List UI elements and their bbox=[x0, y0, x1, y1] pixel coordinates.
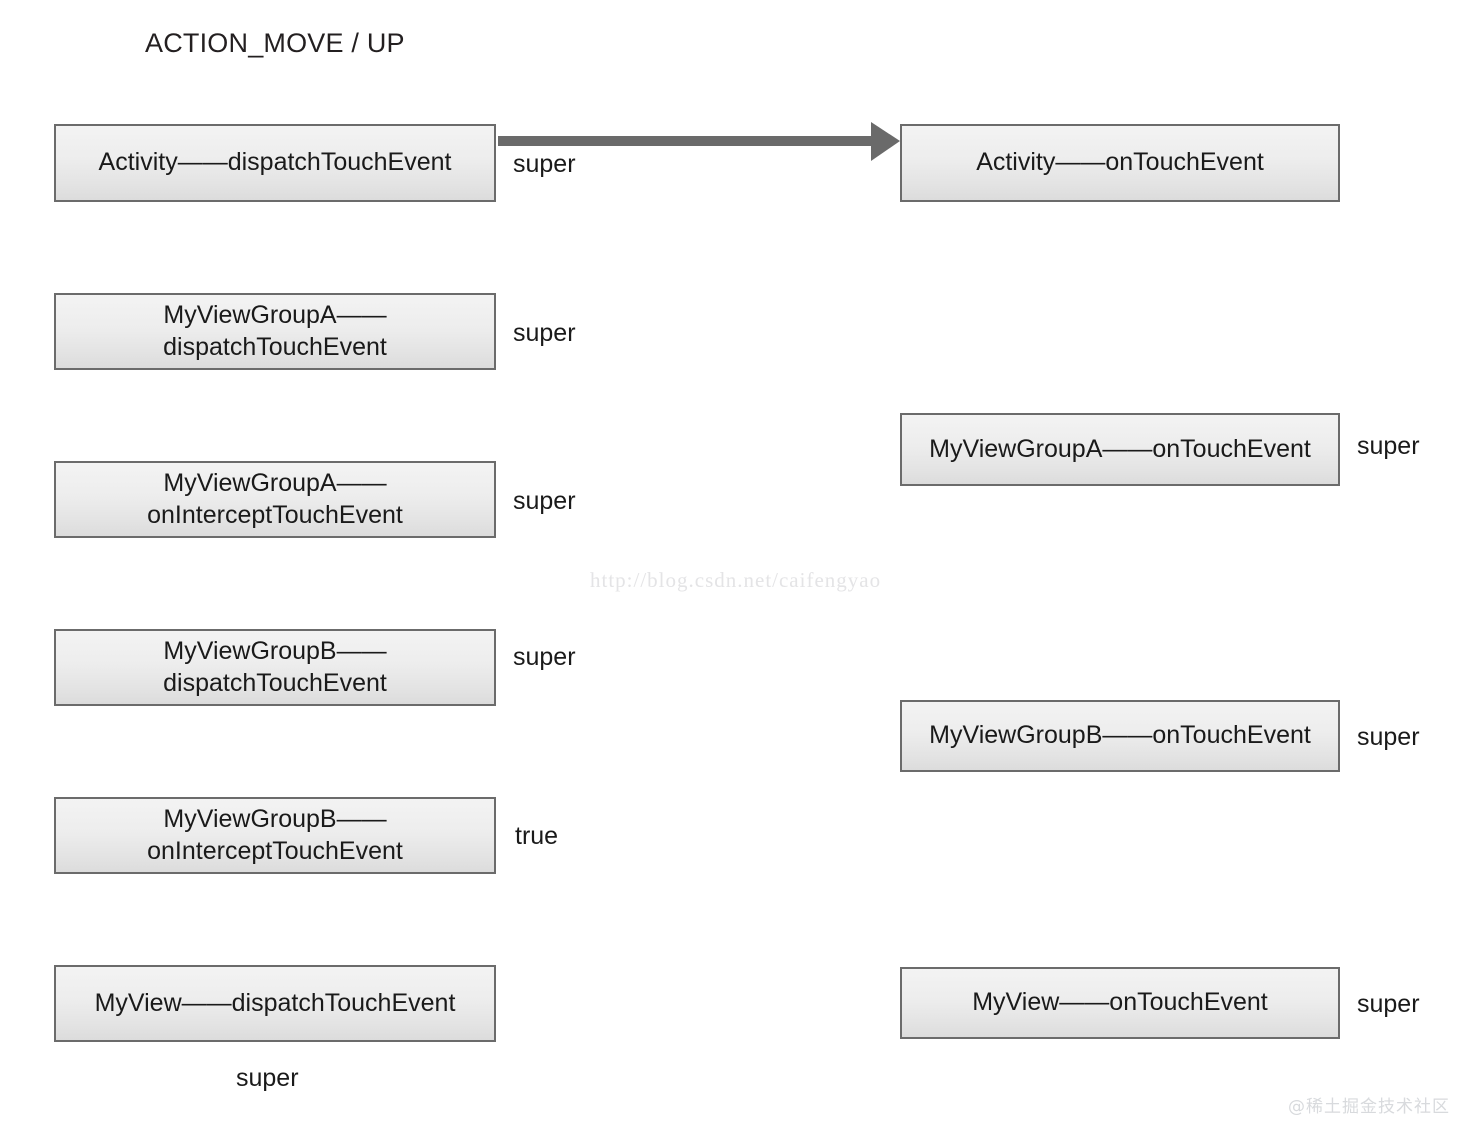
edge-label-myviewgroupa-intercept-super: super bbox=[513, 487, 576, 515]
node-label: MyView——onTouchEvent bbox=[972, 988, 1268, 1017]
node-label: MyViewGroupB—— dispatchTouchEvent bbox=[163, 637, 387, 697]
edge-label-activity-dispatch-super: super bbox=[513, 150, 576, 178]
watermark-brand: @稀土掘金技术社区 bbox=[1288, 1097, 1450, 1117]
edge-label-myview-dispatch-super: super bbox=[236, 1064, 299, 1092]
node-label: MyViewGroupB—— onInterceptTouchEvent bbox=[147, 805, 403, 865]
page-title: ACTION_MOVE / UP bbox=[145, 28, 405, 58]
node-myviewgroupa-on-intercept-touch-event: MyViewGroupA—— onInterceptTouchEvent bbox=[54, 461, 496, 538]
node-label: MyViewGroupA—— dispatchTouchEvent bbox=[163, 301, 387, 361]
node-myviewgroupb-dispatch-touch-event: MyViewGroupB—— dispatchTouchEvent bbox=[54, 629, 496, 706]
node-myview-dispatch-touch-event: MyView——dispatchTouchEvent bbox=[54, 965, 496, 1042]
edge-label-myviewgroupa-dispatch-super: super bbox=[513, 319, 576, 347]
node-label: MyViewGroupA——onTouchEvent bbox=[929, 434, 1311, 463]
node-myview-on-touch-event: MyView——onTouchEvent bbox=[900, 967, 1340, 1039]
node-myviewgroupa-dispatch-touch-event: MyViewGroupA—— dispatchTouchEvent bbox=[54, 293, 496, 370]
edge-label-myviewgroupb-dispatch-super: super bbox=[513, 643, 576, 671]
edge-label-myviewgroupa-ontouch-super: super bbox=[1357, 432, 1420, 460]
node-label: MyViewGroupA—— onInterceptTouchEvent bbox=[147, 469, 403, 529]
edge-label-myviewgroupb-ontouch-super: super bbox=[1357, 723, 1420, 751]
node-activity-on-touch-event: Activity——onTouchEvent bbox=[900, 124, 1340, 202]
node-myviewgroupa-on-touch-event: MyViewGroupA——onTouchEvent bbox=[900, 413, 1340, 486]
node-label: MyViewGroupB——onTouchEvent bbox=[929, 721, 1311, 750]
node-label: MyView——dispatchTouchEvent bbox=[94, 988, 456, 1017]
edge-label-myviewgroupb-intercept-true: true bbox=[515, 822, 559, 850]
arrow-activity-dispatch-to-ontouch bbox=[498, 122, 900, 161]
node-activity-dispatch-touch-event: Activity——dispatchTouchEvent bbox=[54, 124, 496, 202]
node-label: Activity——dispatchTouchEvent bbox=[98, 148, 452, 177]
node-myviewgroupb-on-intercept-touch-event: MyViewGroupB—— onInterceptTouchEvent bbox=[54, 797, 496, 874]
node-myviewgroupb-on-touch-event: MyViewGroupB——onTouchEvent bbox=[900, 700, 1340, 772]
watermark-url: http://blog.csdn.net/caifengyao bbox=[590, 568, 882, 592]
edge-label-myview-ontouch-super: super bbox=[1357, 990, 1420, 1018]
node-label: Activity——onTouchEvent bbox=[976, 148, 1264, 177]
